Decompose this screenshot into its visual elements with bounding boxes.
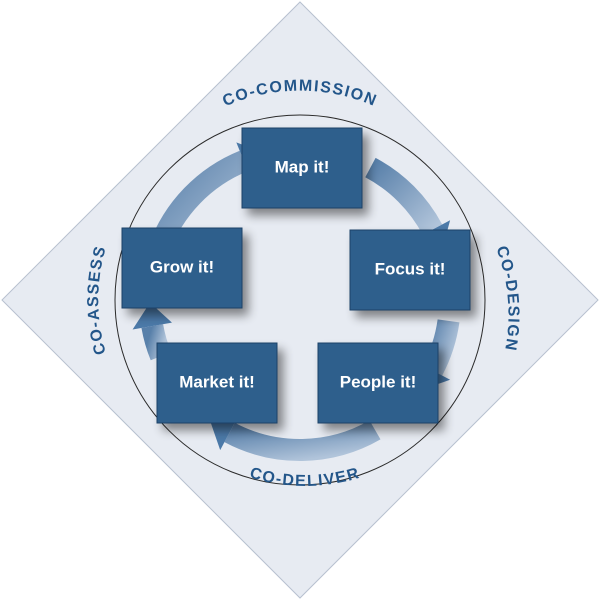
stage-box-grow: Grow it! (121, 227, 243, 309)
cycle-circle (114, 114, 486, 486)
stage-box-focus: Focus it! (349, 229, 471, 311)
stage-box-map: Map it! (241, 127, 363, 209)
stage-label-market: Market it! (179, 372, 255, 391)
stage-label-map: Map it! (275, 157, 330, 176)
arrow-people-to-market-head (209, 414, 239, 451)
arrow-map-to-focus (365, 157, 443, 235)
stage-label-grow: Grow it! (150, 257, 214, 276)
stage-label-focus: Focus it! (375, 259, 446, 278)
stage-label-people: People it! (340, 372, 417, 391)
stage-box-people: People it! (317, 342, 439, 424)
arrow-people-to-market (224, 420, 381, 461)
arrow-market-to-grow-head (132, 302, 172, 330)
stage-box-market: Market it! (156, 342, 278, 424)
